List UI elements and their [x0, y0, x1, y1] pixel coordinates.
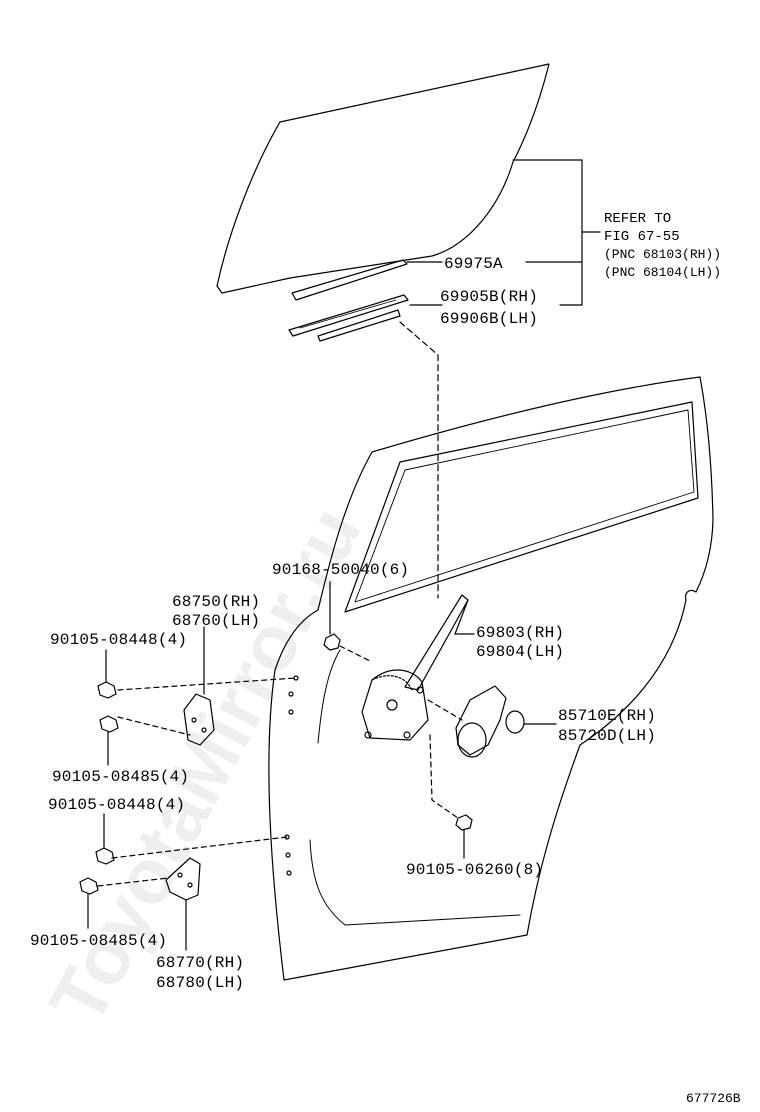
refer-to-label: REFER TO: [604, 211, 671, 227]
bolt-90105-08448-upper: [97, 681, 117, 699]
bolt-90105-08485-upper: [99, 715, 119, 733]
part-label-68780: 68780(LH): [156, 974, 244, 992]
door-hole: [288, 709, 294, 715]
bolt-90105-06260: [455, 814, 473, 831]
part-label-85710E: 85710E(RH): [558, 707, 656, 725]
dashed-bolt-to-regulator: [339, 645, 373, 663]
part-label-90105-08485-lower: 90105-08485(4): [30, 932, 167, 950]
regulator-pivot: [386, 699, 398, 711]
strip-inner-line: [299, 299, 397, 329]
leader-69803: [454, 599, 469, 635]
figure-id: 677726B: [686, 1091, 741, 1106]
part-label-90168-50040: 90168-50040(6): [272, 561, 409, 579]
hinge-hole: [177, 872, 183, 878]
part-label-68770: 68770(RH): [156, 954, 244, 972]
dashed-lower-hinge-to-door: [111, 836, 288, 859]
upper-hinge: [183, 693, 215, 746]
part-label-68760: 68760(LH): [172, 612, 260, 630]
motor-housing: [457, 722, 487, 758]
bolt-90168: [323, 633, 341, 651]
hinge-hole: [201, 727, 207, 733]
regulator-gear-sector: [371, 675, 413, 691]
part-label-90105-08448-upper: 90105-08448(4): [50, 631, 187, 649]
motor-connector: [505, 710, 525, 734]
lower-hinge: [165, 857, 201, 901]
part-label-69975A: 69975A: [444, 255, 503, 273]
part-label-69906B: 69906B(LH): [440, 310, 538, 328]
hinge-hole: [191, 717, 197, 723]
window-motor: [455, 685, 507, 756]
dashed-glass-to-regulator: [399, 321, 439, 599]
bolt-90105-08485-lower: [79, 877, 99, 895]
glass-channel-69975A: [291, 259, 408, 301]
door-inner-line: [309, 839, 521, 926]
part-label-69803: 69803(RH): [476, 624, 564, 642]
refer-pnc-rh: (PNC 68103(RH)): [604, 247, 721, 262]
window-frame-outer: [344, 401, 699, 613]
regulator-hole: [416, 686, 424, 694]
door-hole: [285, 852, 291, 858]
door-inner-line-2: [317, 649, 341, 744]
window-frame-inner: [354, 409, 695, 603]
dashed-regulator-to-motor: [427, 699, 463, 721]
part-label-69905B: 69905B(RH): [440, 288, 538, 306]
glass-run-69905B: [288, 294, 409, 337]
window-regulator-arm: [404, 594, 469, 691]
part-label-90105-08485-upper: 90105-08485(4): [52, 768, 189, 786]
dashed-regulator-to-bolt: [429, 734, 459, 819]
refer-fig-label: FIG 67-55: [604, 229, 680, 245]
part-label-68750: 68750(RH): [172, 593, 260, 611]
door-glass: [216, 63, 550, 294]
regulator-hole: [364, 731, 372, 739]
door-hole: [286, 870, 292, 876]
hinge-hole: [187, 882, 193, 888]
part-label-90105-08448-lower: 90105-08448(4): [48, 796, 185, 814]
window-regulator-body: [361, 669, 429, 741]
door-outer-panel: [268, 376, 714, 981]
part-label-85720D: 85720D(LH): [558, 727, 656, 745]
refer-pnc-lh: (PNC 68104(LH)): [604, 265, 721, 280]
part-label-90105-06260: 90105-06260(8): [406, 861, 543, 879]
dashed-hinge-bolt-line: [117, 716, 191, 736]
glass-run-69906B: [317, 309, 401, 342]
dashed-hinge-to-door: [117, 677, 297, 691]
regulator-hole: [403, 731, 411, 739]
dashed-lower-hinge-bolt-line: [97, 877, 169, 887]
part-label-69804: 69804(LH): [476, 643, 564, 661]
door-hole: [288, 691, 294, 697]
